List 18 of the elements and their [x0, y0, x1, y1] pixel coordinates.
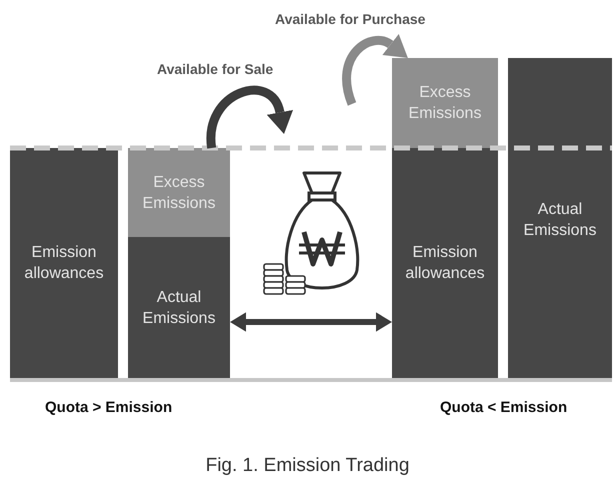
bar-segment: [508, 58, 612, 378]
bar-label: Excess Emissions: [408, 83, 482, 124]
bar-label: Actual Emissions: [522, 200, 598, 241]
condition-label: Quota > Emission: [45, 399, 172, 417]
double-headed-arrow: [230, 312, 392, 332]
bar-segment: [10, 148, 118, 378]
bar-label: Excess Emissions: [142, 172, 216, 214]
bar-segment: [392, 58, 498, 148]
bar-segment: [128, 237, 230, 378]
figure-caption: Fig. 1. Emission Trading: [206, 455, 410, 477]
bar-label: Emission allowances: [404, 243, 486, 284]
curved-arrow: [206, 86, 293, 148]
bar-label: Actual Emissions: [142, 288, 216, 328]
bar-segment: [128, 148, 230, 237]
condition-label: Quota < Emission: [440, 399, 568, 417]
bar-segment: [392, 148, 498, 378]
bar-label: Emission allowances: [23, 243, 105, 284]
curved-arrow: [342, 32, 410, 106]
